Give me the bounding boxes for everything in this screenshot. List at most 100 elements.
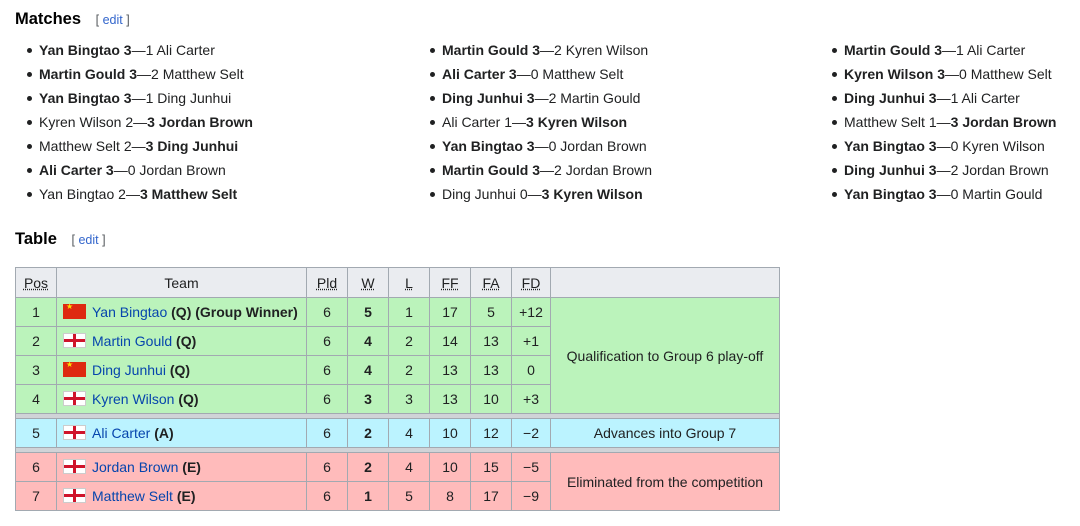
team-link[interactable]: Martin Gould [92, 333, 173, 349]
cell-l: 1 [388, 297, 430, 327]
player-one-score: 1 [928, 114, 937, 130]
player-two-name: Matthew Selt [542, 66, 624, 82]
player-two-score: 3 [526, 114, 534, 130]
match-result: Ding Junhui 3—2 Jordan Brown [820, 160, 1056, 184]
player-one-score: 3 [526, 90, 535, 106]
player-two-name: Ali Carter [156, 42, 215, 58]
cell-fa: 17 [470, 481, 512, 511]
header-pos: Pos [15, 267, 57, 298]
header-pld: Pld [306, 267, 348, 298]
cell-team: Kyren Wilson (Q) [56, 384, 307, 414]
table-edit-link[interactable]: edit [78, 233, 99, 247]
player-two-name: Jordan Brown [565, 162, 653, 178]
score-dash: — [540, 162, 555, 178]
player-one-score: 3 [928, 90, 937, 106]
team-link[interactable]: Matthew Selt [92, 488, 173, 504]
player-one-name: Ding Junhui [844, 90, 925, 106]
cell-fa: 15 [470, 452, 512, 482]
cell-fa: 13 [470, 326, 512, 356]
standings-table: Pos Team Pld W L FF FA FD 1Yan Bingtao (… [15, 267, 780, 511]
table-row: 1Yan Bingtao (Q) (Group Winner)651175+12… [15, 297, 780, 414]
player-two-score: 0 [548, 138, 557, 154]
player-one-score: 2 [125, 114, 134, 130]
cell-w: 2 [347, 418, 389, 448]
player-two-name: Kyren Wilson [565, 42, 649, 58]
match-result: Martin Gould 3—2 Jordan Brown [418, 160, 652, 184]
matches-edit-link[interactable]: edit [102, 13, 123, 27]
player-one-score: 2 [118, 186, 126, 202]
player-one-score: 3 [532, 42, 541, 58]
header-note [550, 267, 780, 298]
team-link[interactable]: Ali Carter [92, 425, 151, 441]
england-flag-icon [63, 488, 86, 503]
cell-pld: 6 [306, 384, 348, 414]
player-one-name: Yan Bingtao [39, 42, 120, 58]
cell-pld: 6 [306, 418, 348, 448]
cell-pos: 3 [15, 355, 57, 385]
group-note: Eliminated from the competition [550, 452, 780, 511]
cell-pos: 6 [15, 452, 57, 482]
player-one-score: 3 [928, 138, 937, 154]
cell-pld: 6 [306, 355, 348, 385]
cell-w: 4 [347, 326, 389, 356]
match-result: Matthew Selt 2—3 Ding Junhui [15, 136, 253, 160]
player-two-score: 0 [959, 66, 967, 82]
score-dash: — [936, 186, 951, 202]
match-result: Ding Junhui 0—3 Kyren Wilson [418, 184, 652, 208]
match-result: Yan Bingtao 3—1 Ding Junhui [15, 88, 253, 112]
player-one-name: Ding Junhui [442, 90, 523, 106]
header-w: W [347, 267, 389, 298]
player-two-name: Jordan Brown [962, 162, 1049, 178]
match-result: Yan Bingtao 3—0 Kyren Wilson [820, 136, 1056, 160]
cell-fd: +3 [511, 384, 551, 414]
team-link[interactable]: Yan Bingtao [92, 304, 168, 320]
cell-pos: 2 [15, 326, 57, 356]
player-two-score: 3 [145, 138, 154, 154]
player-two-score: 3 [139, 186, 148, 202]
team-status: (Q) [169, 362, 191, 378]
player-one-score: 3 [123, 90, 132, 106]
player-one-score: 1 [504, 114, 513, 130]
team-link[interactable]: Kyren Wilson [92, 391, 175, 407]
score-dash: — [534, 138, 549, 154]
match-result: Ali Carter 3—0 Matthew Selt [418, 64, 652, 88]
table-edit-section: [ edit ] [71, 233, 105, 247]
player-one-score: 3 [937, 66, 946, 82]
team-link[interactable]: Ding Junhui [92, 362, 166, 378]
player-two-name: Matthew Selt [151, 186, 238, 202]
player-two-name: Jordan Brown [139, 162, 226, 178]
player-two-name: Jordan Brown [158, 114, 253, 130]
player-two-score: 1 [145, 42, 154, 58]
cell-l: 4 [388, 452, 430, 482]
northern-ireland-flag-icon [63, 459, 86, 474]
header-ff: FF [429, 267, 471, 298]
cell-fa: 13 [470, 355, 512, 385]
player-one-score: 3 [928, 162, 937, 178]
player-two-score: 0 [530, 66, 539, 82]
china-flag-icon [63, 360, 86, 377]
header-l: L [388, 267, 430, 298]
player-two-score: 1 [956, 42, 964, 58]
player-two-name: Martin Gould [560, 90, 641, 106]
match-result: Ding Junhui 3—1 Ali Carter [820, 88, 1056, 112]
match-result: Yan Bingtao 2—3 Matthew Selt [15, 184, 253, 208]
player-one-name: Yan Bingtao [39, 186, 115, 202]
matches-edit-section: [ edit ] [96, 13, 130, 27]
cell-l: 3 [388, 384, 430, 414]
player-two-score: 1 [950, 90, 959, 106]
cell-team: Matthew Selt (E) [56, 481, 307, 511]
team-link[interactable]: Jordan Brown [92, 459, 179, 475]
player-two-score: 1 [145, 90, 154, 106]
player-one-score: 3 [105, 162, 114, 178]
match-result: Martin Gould 3—2 Matthew Selt [15, 64, 253, 88]
match-result: Matthew Selt 1—3 Jordan Brown [820, 112, 1056, 136]
cell-pos: 5 [15, 418, 57, 448]
england-flag-icon [63, 333, 86, 348]
cell-pos: 1 [15, 297, 57, 327]
score-dash: — [936, 90, 951, 106]
cell-pld: 6 [306, 452, 348, 482]
